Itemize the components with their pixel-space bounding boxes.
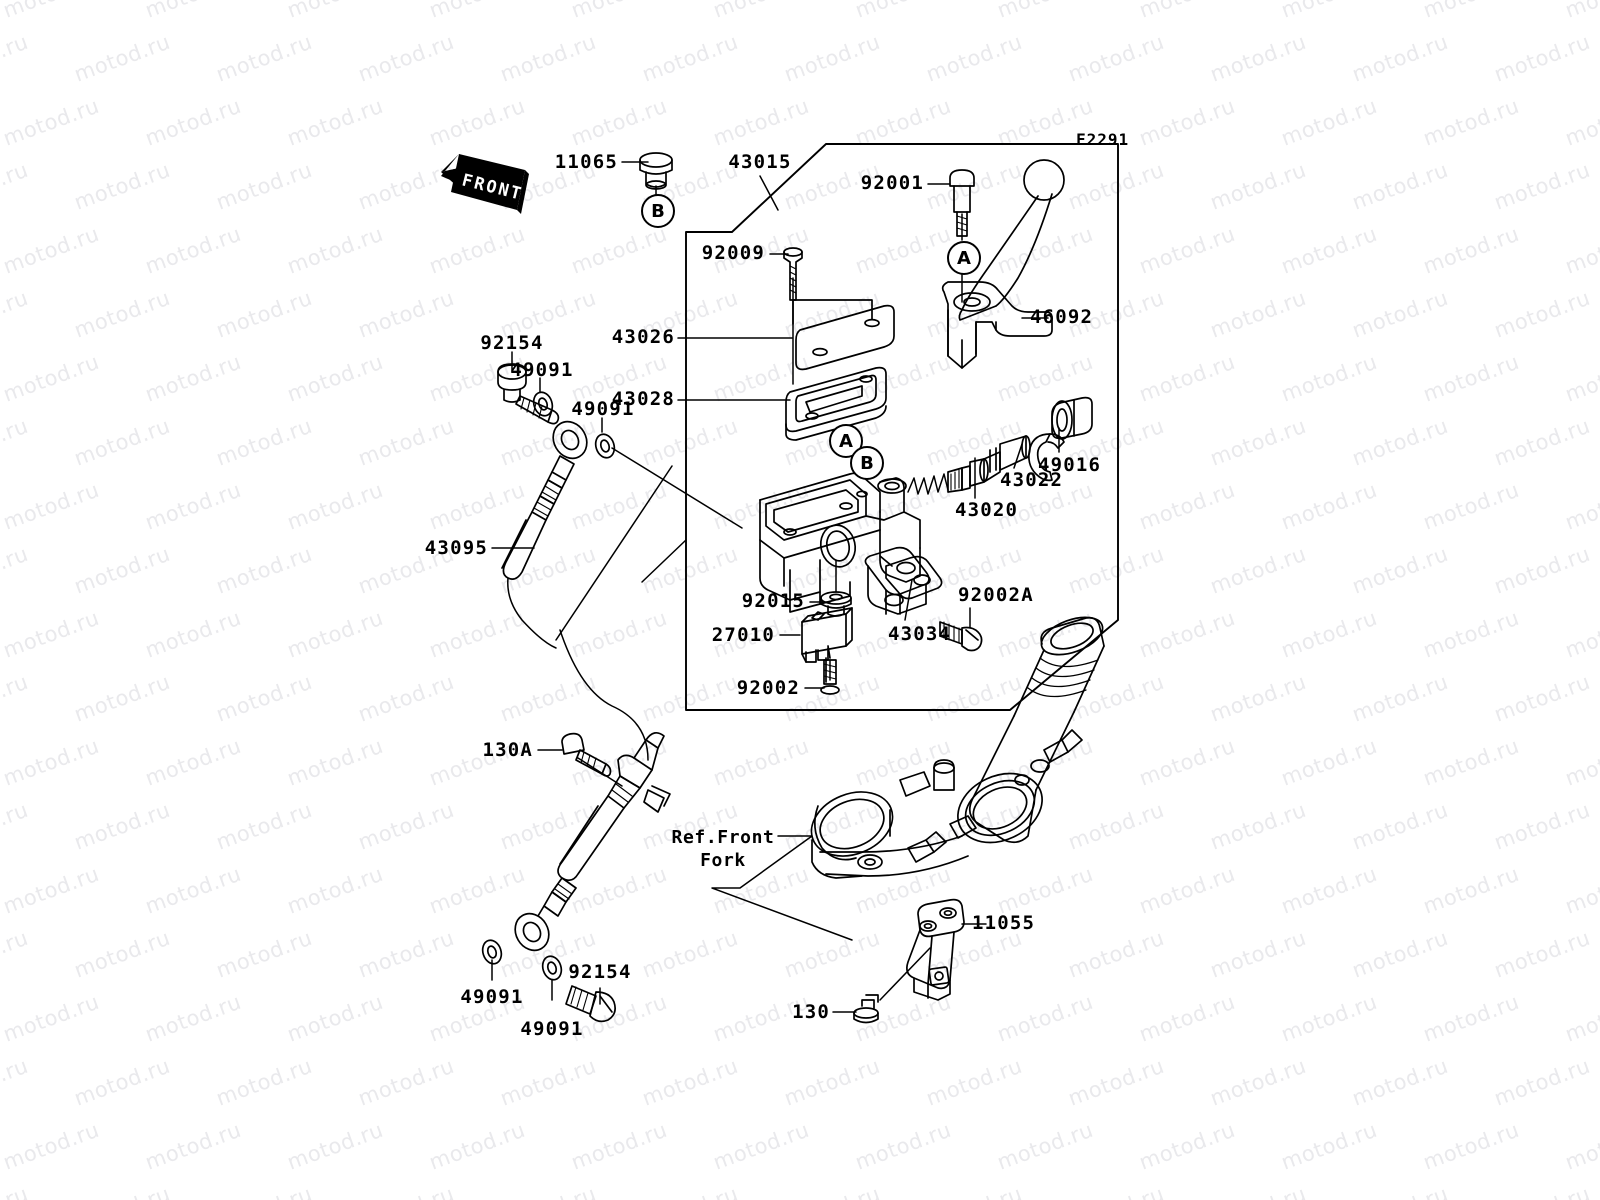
ref-front-fork-note: Ref.Front Fork bbox=[668, 826, 778, 873]
callout-92015: 92015 bbox=[741, 590, 805, 612]
callout-27010: 27010 bbox=[711, 624, 775, 646]
part-43028-diaphragm bbox=[785, 366, 887, 441]
callout-43034: 43034 bbox=[888, 623, 952, 645]
part-11055-bracket bbox=[906, 898, 965, 1001]
part-92015-nut bbox=[820, 591, 852, 617]
part-43095-brake-hose bbox=[501, 420, 588, 649]
callout-49016: 49016 bbox=[1038, 454, 1102, 476]
marker-b-top: B bbox=[641, 194, 675, 228]
part-43034-clamp-holder bbox=[864, 546, 930, 615]
callout-130A: 130A bbox=[482, 739, 533, 761]
part-92002A-bolt bbox=[939, 621, 983, 652]
callout-49091-lower-a: 49091 bbox=[460, 986, 524, 1008]
part-130A-bolt bbox=[561, 732, 612, 777]
part-43020-piston-assembly bbox=[907, 435, 1031, 495]
callout-49091-upper-b: 49091 bbox=[571, 398, 635, 420]
callout-43015: 43015 bbox=[728, 151, 792, 173]
callout-46092: 46092 bbox=[1030, 306, 1094, 328]
part-92154-banjo-bolt-lower bbox=[565, 985, 616, 1023]
callout-43022: 43022 bbox=[1000, 469, 1064, 491]
part-27010-brake-light-switch bbox=[801, 607, 853, 663]
callout-43026: 43026 bbox=[611, 326, 675, 348]
part-49016-dust-seal bbox=[1051, 396, 1093, 440]
assembly-boundary bbox=[685, 143, 1119, 711]
front-direction-arrow: FRONT bbox=[437, 140, 533, 220]
part-43095-brake-hose-lower bbox=[514, 731, 671, 952]
callout-43095: 43095 bbox=[424, 537, 488, 559]
callout-49091-upper-a: 49091 bbox=[510, 359, 574, 381]
callout-92001: 92001 bbox=[860, 172, 924, 194]
ref-front-fork-assembly bbox=[810, 616, 1105, 879]
part-130-bolt bbox=[853, 994, 879, 1024]
callout-11055: 11055 bbox=[972, 912, 1036, 934]
callout-11065: 11065 bbox=[554, 151, 618, 173]
part-11065-plug bbox=[639, 152, 673, 190]
part-92001-bolt bbox=[949, 169, 975, 237]
marker-a-lever: A bbox=[947, 241, 981, 275]
callout-92002: 92002 bbox=[736, 677, 800, 699]
part-49091-washers-lower bbox=[481, 939, 563, 981]
callout-92002A: 92002A bbox=[958, 584, 1034, 606]
callout-49091-lower-b: 49091 bbox=[520, 1018, 584, 1040]
callout-43020: 43020 bbox=[955, 499, 1019, 521]
part-92154-banjo-bolt-upper bbox=[497, 363, 560, 425]
diagram-code: F2291 bbox=[1076, 130, 1130, 149]
ref-front-fork-line1: Ref.Front bbox=[671, 827, 775, 848]
marker-b-body: B bbox=[850, 446, 884, 480]
callout-43028: 43028 bbox=[611, 388, 675, 410]
callout-92154-upper: 92154 bbox=[480, 332, 544, 354]
callout-92009: 92009 bbox=[701, 242, 765, 264]
part-46092-brake-lever bbox=[941, 159, 1065, 369]
callout-130: 130 bbox=[792, 1001, 830, 1023]
callout-92154-lower: 92154 bbox=[568, 961, 632, 983]
part-49091-washers-upper bbox=[532, 391, 616, 459]
part-43026-cap bbox=[792, 299, 895, 371]
part-92002-screw bbox=[820, 657, 840, 695]
ref-front-fork-line2: Fork bbox=[700, 850, 746, 872]
